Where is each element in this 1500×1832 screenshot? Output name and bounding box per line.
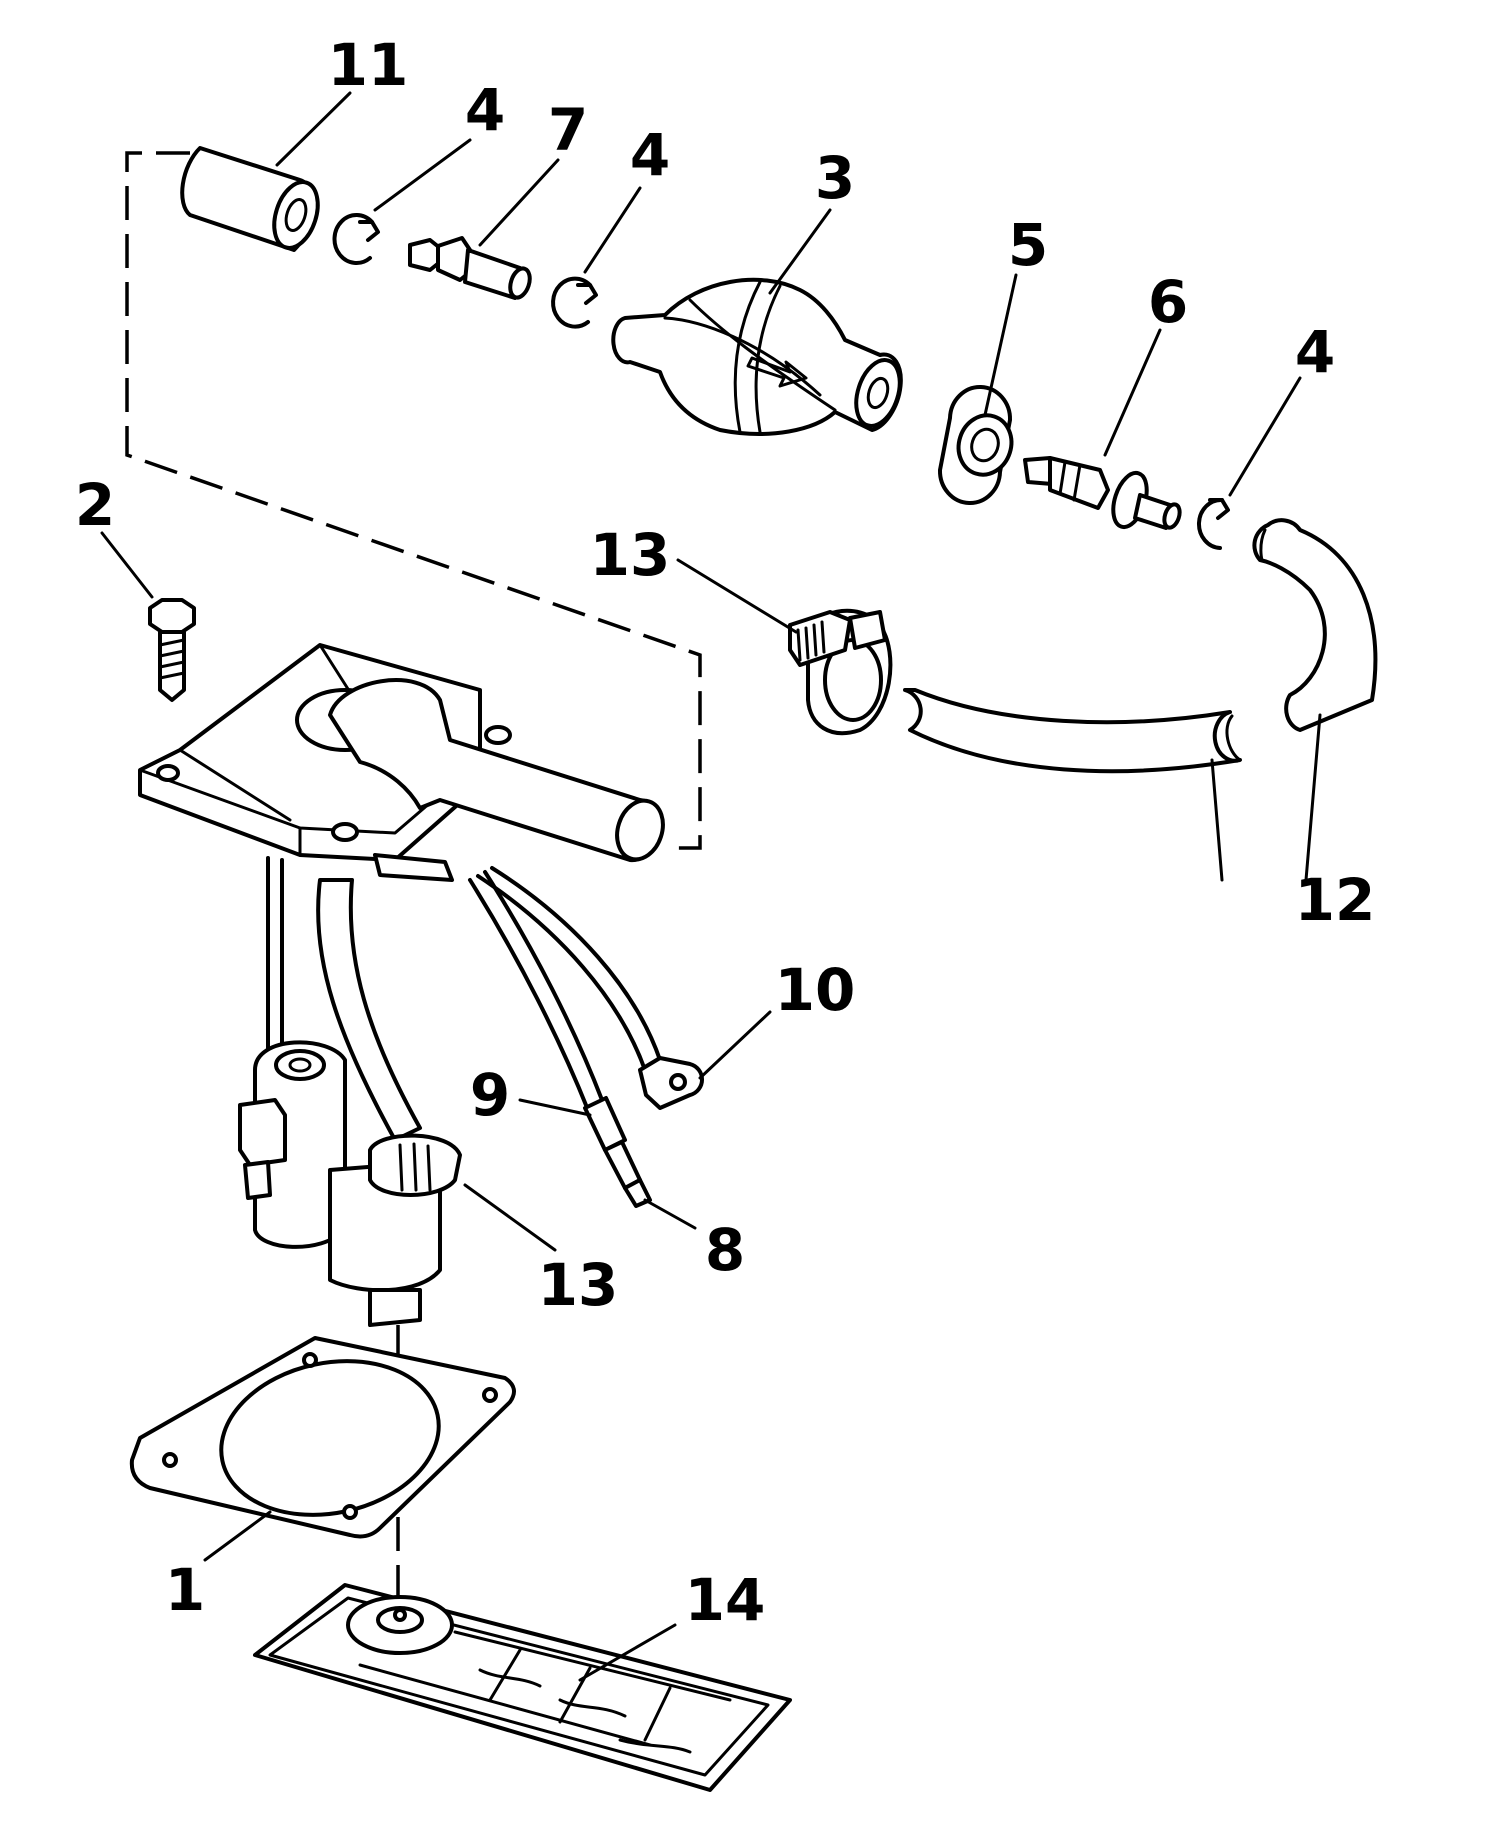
callout-12: 12: [1295, 866, 1376, 934]
callout-2: 2: [75, 471, 115, 539]
callout-14: 14: [685, 1566, 766, 1634]
callout-1: 1: [165, 1556, 205, 1624]
part-9-wire-terminal: [468, 870, 627, 1152]
part-4-clamp-a: [332, 213, 380, 266]
leader-lines: [100, 91, 1322, 1682]
part-10-ring-terminal: [476, 866, 704, 1110]
fuel-pump-assembly: [138, 643, 665, 1327]
callout-13-upper: 13: [590, 521, 671, 589]
callout-4-a: 4: [465, 76, 505, 144]
callout-13-lower: 13: [538, 1251, 619, 1319]
part-11-hose: [180, 146, 320, 252]
callout-10: 10: [775, 956, 856, 1024]
callout-3: 3: [815, 144, 855, 212]
part-1-gasket: [129, 1336, 516, 1539]
callout-5: 5: [1008, 211, 1048, 279]
part-4-clamp-b: [551, 276, 598, 329]
part-13-clamp-upper: [788, 608, 893, 736]
callout-11: 11: [328, 31, 409, 99]
part-8-bullet-connector: [603, 1140, 652, 1208]
callout-9: 9: [470, 1061, 510, 1129]
part-5-nut: [937, 385, 1014, 505]
part-4-clamp-c: [1196, 497, 1230, 550]
callout-6: 6: [1148, 268, 1188, 336]
part-12-fuel-hose: [903, 518, 1378, 774]
part-6-check-valve: [1023, 456, 1182, 530]
part-14-strainer: [253, 1583, 792, 1792]
callout-8: 8: [705, 1216, 745, 1284]
part-3-primer-bulb: [611, 277, 903, 436]
part-7-fitting: [408, 236, 532, 300]
callout-4-b: 4: [630, 121, 670, 189]
assembly-dash-line-top: [125, 151, 702, 850]
callout-labels: 11 4 7 4 3 5 6 4 2 13 12 10 9 8 13 1 14: [75, 31, 1376, 1634]
part-2-bolt: [148, 598, 196, 702]
callout-7: 7: [548, 96, 588, 164]
callout-4-c: 4: [1295, 318, 1335, 386]
